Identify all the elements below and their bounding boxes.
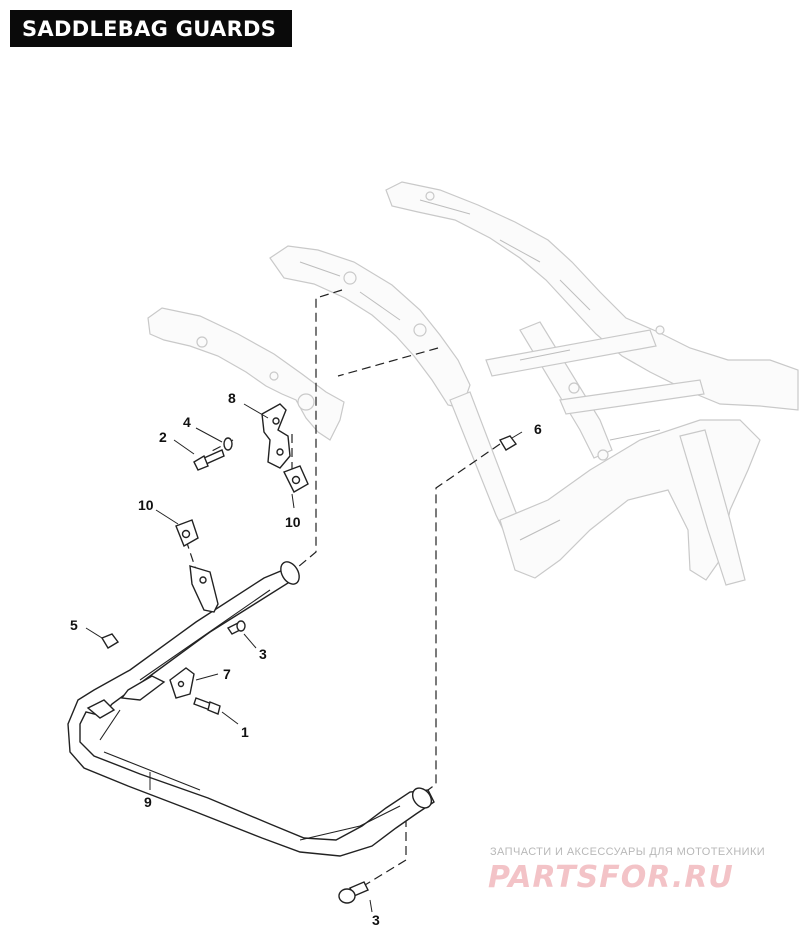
nut-5 — [100, 633, 120, 649]
bolt-2 — [193, 449, 225, 471]
bracket-7 — [169, 667, 195, 699]
callout-6: 6 — [534, 421, 542, 437]
watermark-logo: PARTSFOR.RU — [488, 860, 734, 895]
title-box: SADDLEBAG GUARDS — [10, 10, 292, 47]
support-plate — [147, 307, 345, 441]
callout-1: 1 — [241, 724, 249, 740]
saddlebag-guard-tube — [67, 561, 435, 857]
nut-6 — [498, 435, 518, 451]
tube-mount-bracket — [189, 565, 219, 613]
screw-3-upper — [226, 620, 246, 635]
screw-3-lower — [338, 881, 369, 904]
washer-4 — [223, 437, 233, 451]
callout-10-lower: 10 — [138, 497, 154, 513]
callout-labels: 1 2 3 3 4 5 6 7 8 9 10 10 — [70, 390, 542, 928]
callout-3-upper: 3 — [259, 646, 267, 662]
watermark-tagline: ЗАПЧАСТИ И АКСЕССУАРЫ ДЛЯ МОТОТЕХНИКИ — [490, 846, 766, 858]
bolt-1 — [193, 697, 221, 715]
motorcycle-frame — [269, 181, 799, 586]
diagram-title: SADDLEBAG GUARDS — [22, 16, 277, 41]
callout-8: 8 — [228, 390, 236, 406]
callout-5: 5 — [70, 617, 78, 633]
callout-9: 9 — [144, 794, 152, 810]
assembly-lines — [185, 289, 501, 889]
leader-lines — [85, 403, 523, 913]
callout-4: 4 — [183, 414, 191, 430]
clip-nut-10-upper — [283, 465, 309, 493]
callout-2: 2 — [159, 429, 167, 445]
mounting-bracket-8 — [261, 403, 291, 469]
callout-7: 7 — [223, 666, 231, 682]
callout-3-lower: 3 — [372, 912, 380, 928]
clip-nut-10-lower — [175, 519, 199, 548]
tube-lower-bracket — [86, 675, 166, 719]
callout-10-upper: 10 — [285, 514, 301, 530]
